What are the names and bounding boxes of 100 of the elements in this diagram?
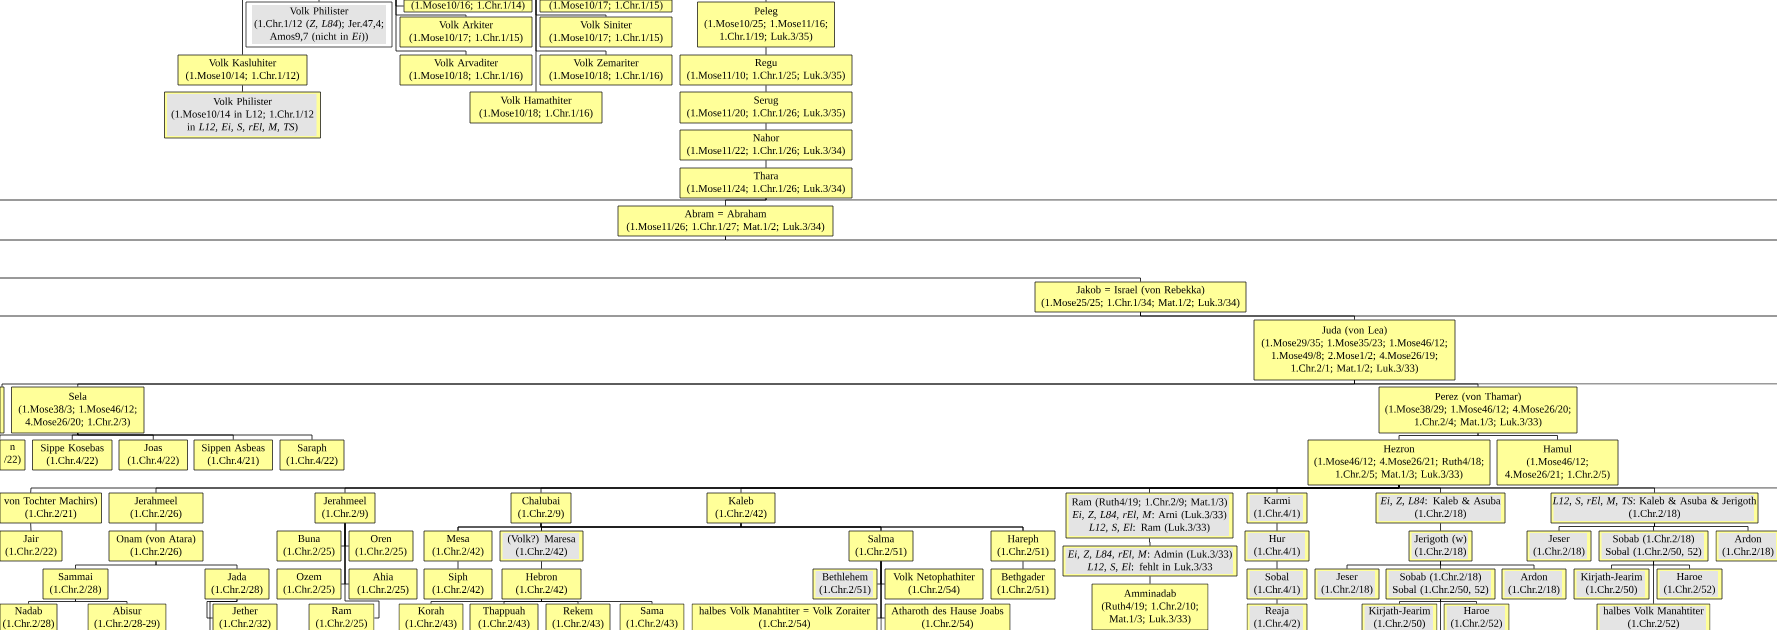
name-box: (Volk?) Maresa (1.Chr.2/42) [499, 530, 584, 562]
connector-line [740, 522, 1024, 532]
connector-line [503, 598, 542, 605]
name-box: Sammai (1.Chr.2/28) [42, 568, 109, 600]
name-box: Abisur (1.Chr.2/28-29) [87, 603, 167, 630]
connector-line [242, 0, 243, 56]
name-box: Salma (1.Chr.2/51) [848, 530, 914, 562]
connector-line [1276, 522, 1278, 532]
name-box: Sela (1.Mose38/3; 1.Mose46/12; 4.Mose26/20; 1.Chr.2/3) [11, 386, 145, 434]
name-box: L12, S, rEl, M, TS: Kaleb & Asuba & Jerigoth (1.Chr.2/18) [1550, 492, 1759, 524]
connector-line [1399, 598, 1441, 605]
name-box: Sama (1.Chr.2/43) [619, 603, 685, 630]
connector-line [1276, 484, 1400, 494]
name-box: Jether (1.Chr.2/32) [212, 603, 278, 630]
connector-line [765, 197, 1777, 201]
connector-line [1477, 432, 1558, 441]
cut-off-box [0, 386, 5, 434]
name-box: Hebron (1.Chr.2/42) [501, 568, 582, 600]
name-box: Jada (1.Chr.2/28) [204, 568, 270, 600]
connector-line [457, 560, 459, 570]
name-box: Mesa (1.Chr.2/42) [423, 530, 493, 562]
connector-line [1022, 560, 1024, 570]
name-box: Hamul (1.Mose46/12; 4.Mose26/21; 1.Chr.2/5) [1496, 439, 1619, 486]
connector-line [1440, 598, 1441, 630]
name-box: Jeser (1.Chr.2/18) [1526, 530, 1592, 562]
name-box: Oren (1.Chr.2/25) [348, 530, 414, 562]
connector-line [1653, 560, 1654, 605]
name-box: Kirjath-Jearim (1.Chr.2/50) [1573, 568, 1650, 600]
name-box: Onam (von Atara) (1.Chr.2/26) [108, 530, 204, 562]
connector-line [535, 0, 537, 93]
name-box: Ardon (1.Chr.2/18) [1501, 568, 1567, 600]
connector-line [1149, 537, 1151, 547]
connector-line [1276, 598, 1278, 605]
connector-line [318, 0, 320, 3]
name-box: Volk Hamathiter (1.Mose10/18; 1.Chr.1/16) [469, 91, 603, 124]
name-box: Kaleb (1.Chr.2/42) [706, 492, 776, 524]
connector-line [765, 0, 767, 3]
connector-line [0, 277, 1141, 283]
name-box: Volk Philister (1.Chr.1/12 (Z, L84); Jer.47,4; Amos9,7 (nicht in Ei)) [245, 1, 393, 48]
name-box: Atharoth des Hause Joabs (1.Chr.2/54) [884, 603, 1011, 630]
name-box: Jerahmeel (1.Chr.2/26) [108, 492, 204, 524]
name-box: Jeser (1.Chr.2/18) [1314, 568, 1380, 600]
name-box: Karmi (1.Chr.4/1) [1246, 492, 1308, 524]
name-box: Thappuah (1.Chr.2/43) [469, 603, 539, 630]
name-box: Joas (1.Chr.4/22) [118, 439, 188, 471]
name-box: halbes Volk Manahtiter (1.Chr.2/52) [1596, 603, 1711, 630]
name-box: Perez (von Thamar) (1.Mose38/29; 1.Mose46/12; 4.Mose26/20; 1.Chr.2/4; Mat.1/3; Luk.3/33) [1378, 386, 1578, 434]
connector-line [1276, 560, 1278, 570]
name-box: (1.Mose10/16; 1.Chr.1/14) [403, 0, 533, 13]
name-box: Bethgader (1.Chr.2/51) [990, 568, 1056, 600]
name-box: Abram = Abraham (1.Mose11/26; 1.Chr.1/27; Mat.1/2; Luk.3/34) [617, 205, 834, 237]
connector-line [344, 522, 380, 619]
name-box: Volk Kasluhiter (1.Mose10/14; 1.Chr.1/12) [177, 54, 308, 86]
name-box: Volk Netophathiter (1.Chr.2/54) [884, 568, 984, 600]
name-box: Jerahmeel (1.Chr.2/9) [314, 492, 376, 524]
name-box: Sippe Kosebas (1.Chr.4/22) [32, 439, 113, 471]
name-box: Volk Siniter (1.Mose10/17; 1.Chr.1/15) [539, 16, 673, 48]
name-box: Hur (1.Chr.4/1) [1244, 530, 1310, 562]
connector-line [1440, 598, 1477, 605]
name-box: Sippen Asbeas (1.Chr.4/21) [193, 439, 273, 471]
name-box: Amminadab (Ruth4/19; 1.Chr.2/10; Mat.1/3; Luk.3/33) [1091, 583, 1209, 630]
name-box: Regu (1.Mose11/10; 1.Chr.1/25; Luk.3/35) [679, 54, 853, 86]
name-box: Volk Zemariter (1.Mose10/18; 1.Chr.1/16) [539, 54, 673, 86]
connector-line [1149, 575, 1151, 585]
name-box: Reaja (1.Chr.4/2) [1246, 603, 1308, 630]
name-box: n /22) [0, 439, 26, 471]
name-box: Ardon (1.Chr.2/18) [1715, 530, 1777, 562]
connector-line [1440, 522, 1441, 532]
name-box: Ei, Z, L84, rEl, M: Admin (Luk.3/33) L12, S, El: fehlt in Luk.3/33 [1062, 545, 1238, 577]
connector-line [765, 46, 767, 56]
name-box: Kirjath-Jearim (1.Chr.2/50) [1361, 603, 1438, 630]
connector-line [541, 598, 653, 605]
connector-line [725, 235, 1777, 241]
name-box: Siph (1.Chr.2/42) [423, 568, 493, 600]
connector-line [0, 197, 767, 201]
name-box: Volk Arvaditer (1.Mose10/18; 1.Chr.1/16) [399, 54, 533, 86]
name-box: Thara (1.Mose11/24; 1.Chr.1/26; Luk.3/34) [679, 167, 853, 199]
connector-line [1654, 522, 1749, 532]
name-box: Korah (1.Chr.2/43) [398, 603, 464, 630]
connector-line [765, 122, 767, 131]
name-box: Sobab (1.Chr.2/18) Sobal (1.Chr.2/50, 52) [1385, 568, 1496, 600]
connector-line [1398, 484, 1777, 489]
connector-line [75, 598, 128, 605]
name-box: Peleg (1.Mose10/25; 1.Mose11/16; 1.Chr.1/19; Luk.3/35) [697, 1, 835, 48]
name-box: Jerigoth (w) (1.Chr.2/18) [1408, 530, 1473, 562]
connector-line [30, 522, 32, 532]
name-box: Ram (Ruth4/19; 1.Chr.2/9; Mat.1/3) Ei, Z, L84, rEl, M: Arni (Luk.3/33) L12, S, El: Ram (Luk.3/33) [1065, 492, 1234, 539]
connector-line [765, 84, 767, 93]
name-box: von Tochter Machirs) (1.Chr.2/21) [0, 492, 102, 524]
connector-line [28, 598, 76, 605]
name-box: Sobab (1.Chr.2/18) Sobal (1.Chr.2/50, 52) [1598, 530, 1709, 562]
name-box: Bethlehem (1.Chr.2/51) [812, 568, 878, 600]
name-box: Buna (1.Chr.2/25) [276, 530, 342, 562]
name-box: Haroe (1.Chr.2/52) [1656, 568, 1723, 600]
name-box: (1.Mose10/17; 1.Chr.1/15) [539, 0, 673, 13]
connector-line [1140, 311, 1777, 317]
name-box: Haroe (1.Chr.2/52) [1443, 603, 1510, 630]
name-box: halbes Volk Manahtiter = Volk Zoraiter (1.Chr.2/54) [691, 603, 878, 630]
name-box: Saraph (1.Chr.4/22) [279, 439, 345, 471]
name-box: Nadab (1.Chr.2/28) [0, 603, 58, 630]
